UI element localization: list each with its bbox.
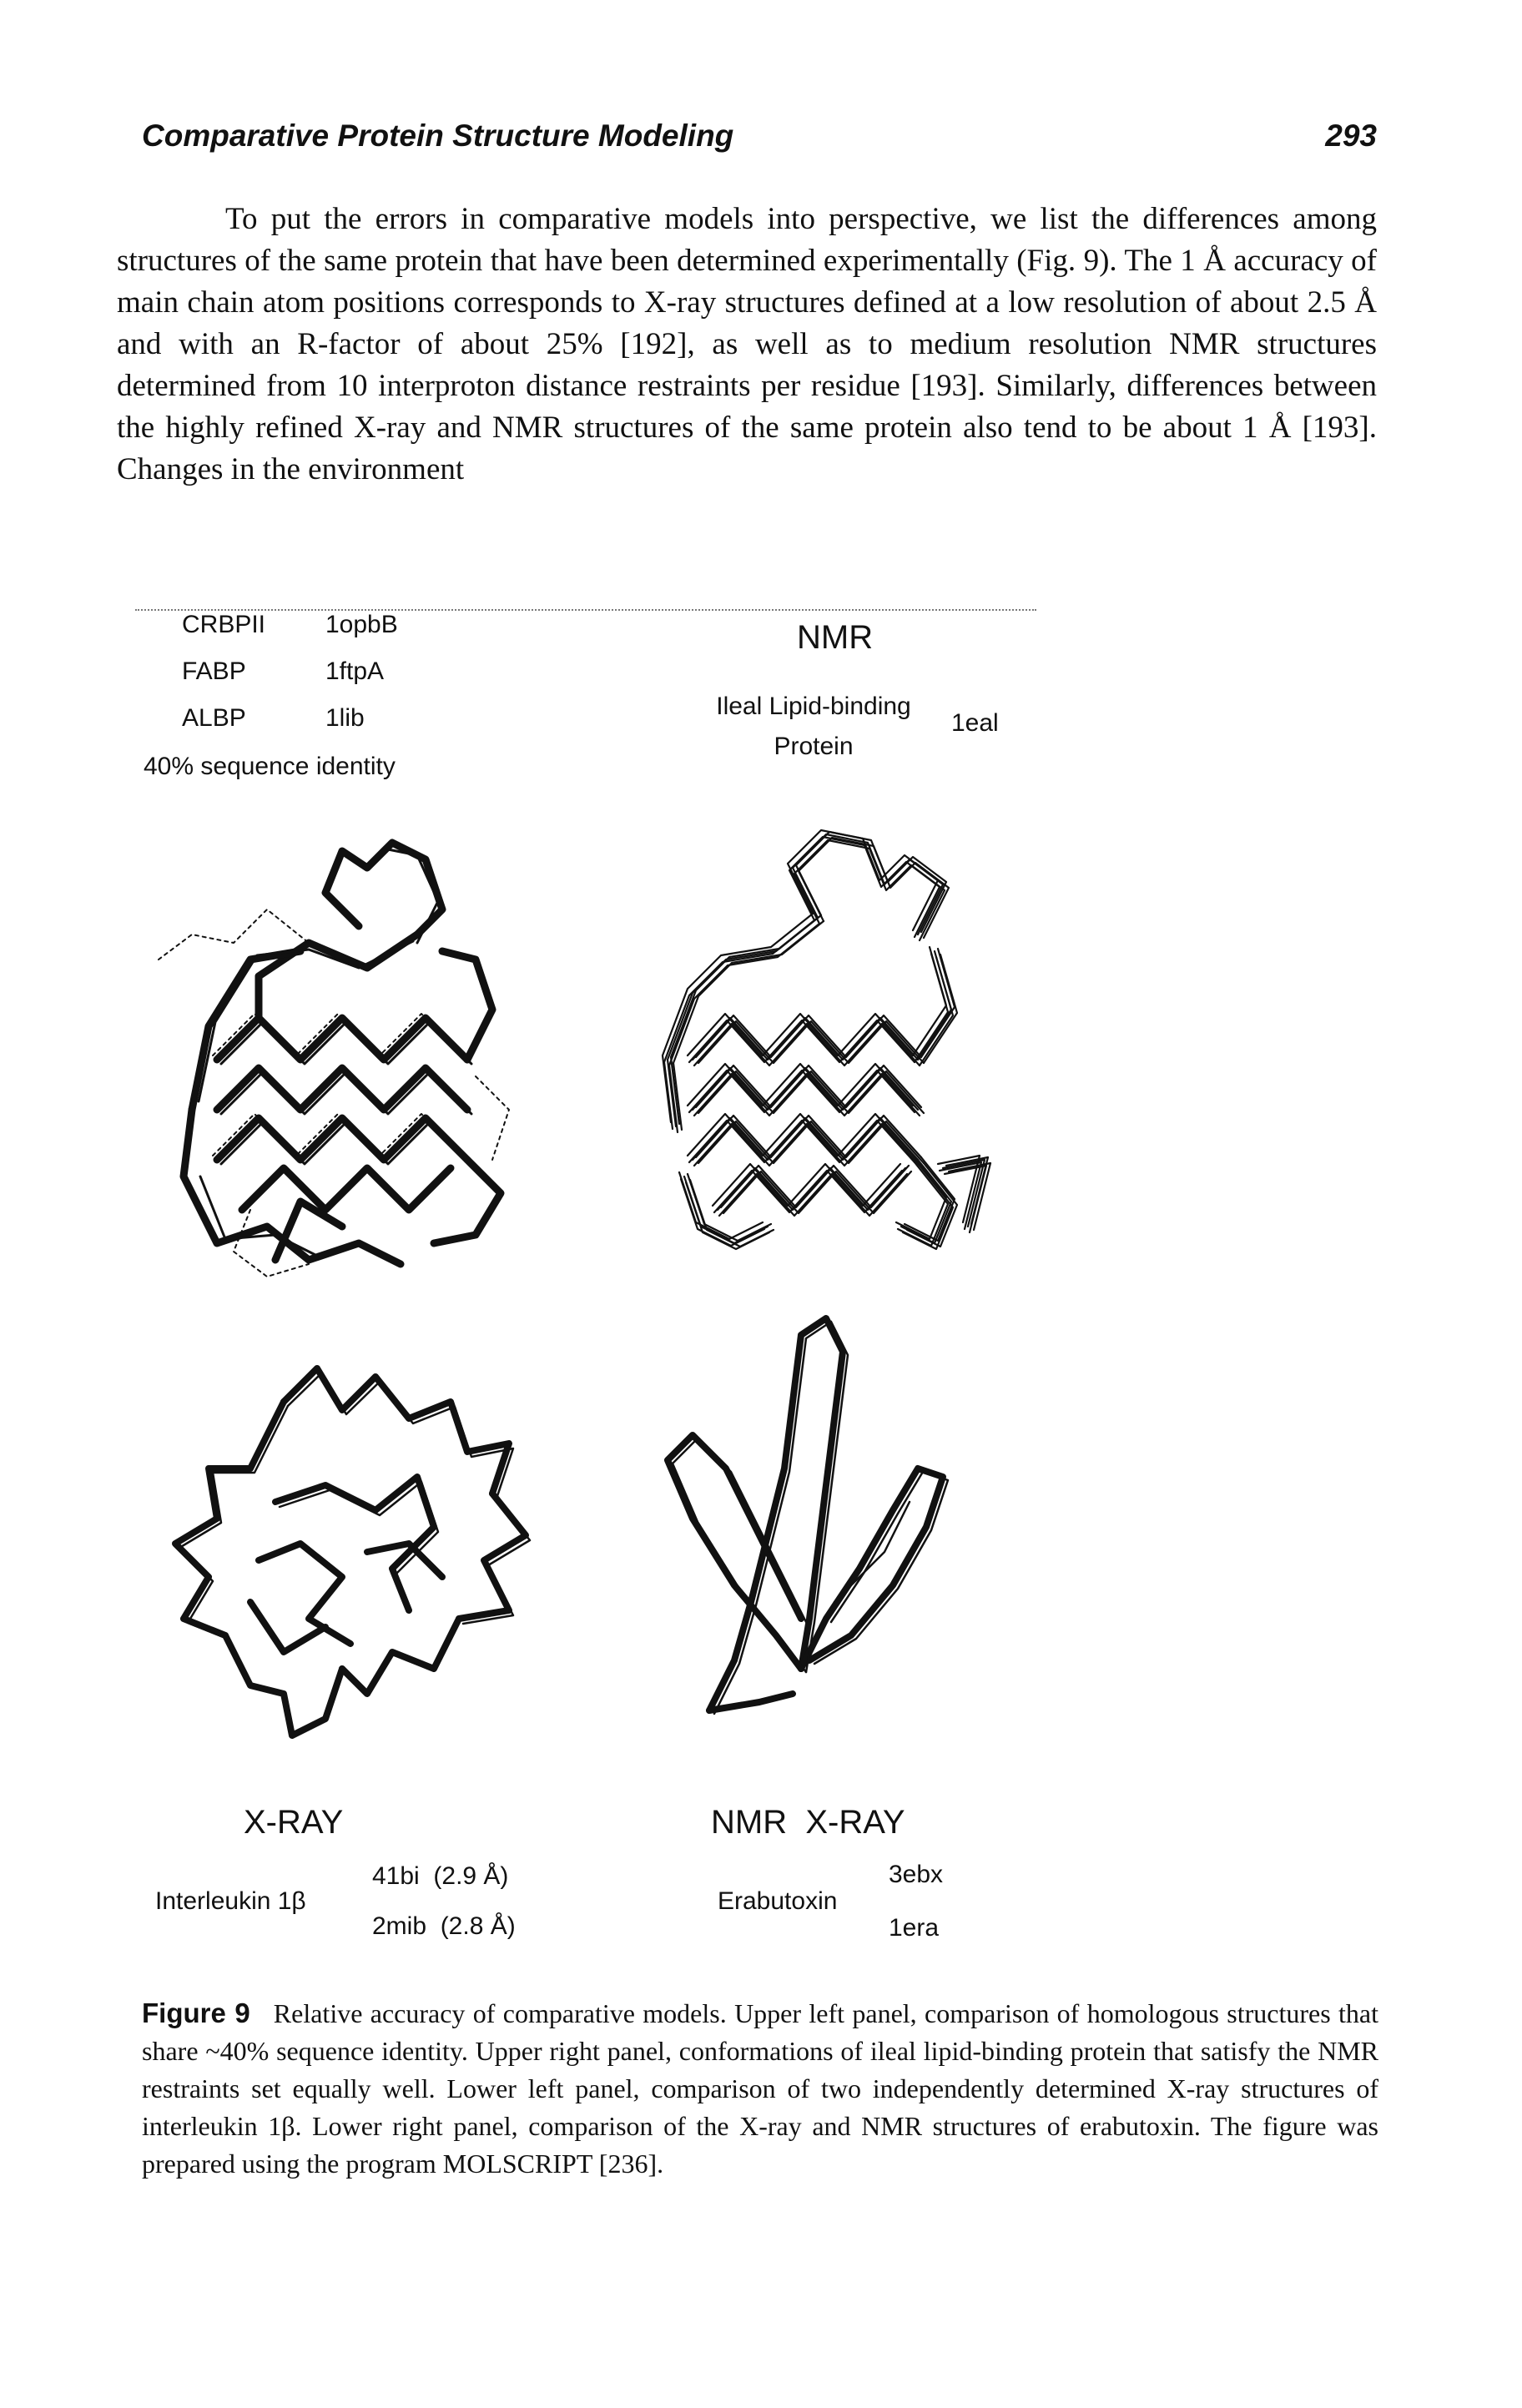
ll-structure-image [172, 1365, 532, 1739]
lr-protein-label: Erabutoxin [718, 1887, 838, 1915]
running-header: Comparative Protein Structure Modeling 2… [142, 118, 1377, 160]
ll-protein-label: Interleukin 1β [155, 1887, 306, 1915]
lr-structure-image [664, 1315, 950, 1715]
ul-protein-2: FABP [182, 657, 246, 685]
lr-method-label: NMR X-RAY [711, 1804, 905, 1841]
ul-protein-1: CRBPII [182, 611, 266, 638]
ll-entry-2: 2mib (2.8 Å) [372, 1912, 516, 1940]
ur-code: 1eal [951, 709, 999, 737]
ur-structure-image [661, 829, 992, 1251]
lr-code-2: 1era [889, 1914, 940, 1942]
figure-top-rule [135, 609, 1036, 611]
figure-9: CRBPII 1opbB FABP 1ftpA ALBP 1lib 40% se… [125, 584, 1051, 1961]
body-paragraph: To put the errors in comparative models … [117, 202, 1377, 486]
ur-protein-line1: Ileal Lipid-binding [716, 693, 911, 720]
caption-text: Relative accuracy of comparative models.… [142, 1998, 1379, 2179]
ur-protein-line2: Protein [774, 733, 854, 760]
page-number: 293 [1325, 118, 1377, 153]
ll-entry-1: 41bi (2.9 Å) [372, 1862, 509, 1890]
ul-code-2: 1ftpA [325, 657, 385, 685]
running-title: Comparative Protein Structure Modeling [142, 118, 734, 153]
ul-code-3: 1lib [325, 704, 365, 732]
ul-protein-3: ALBP [182, 704, 246, 732]
ur-method-label: NMR [797, 619, 874, 656]
ul-code-1: 1opbB [325, 611, 398, 638]
ul-identity-label: 40% sequence identity [144, 753, 396, 780]
lr-code-1: 3ebx [889, 1861, 944, 1888]
caption-label: Figure 9 [142, 1997, 250, 2028]
ll-method-label: X-RAY [244, 1804, 344, 1841]
ul-structure-image [158, 839, 510, 1277]
figure-caption: Figure 9 Relative accuracy of comparativ… [142, 1994, 1378, 2183]
